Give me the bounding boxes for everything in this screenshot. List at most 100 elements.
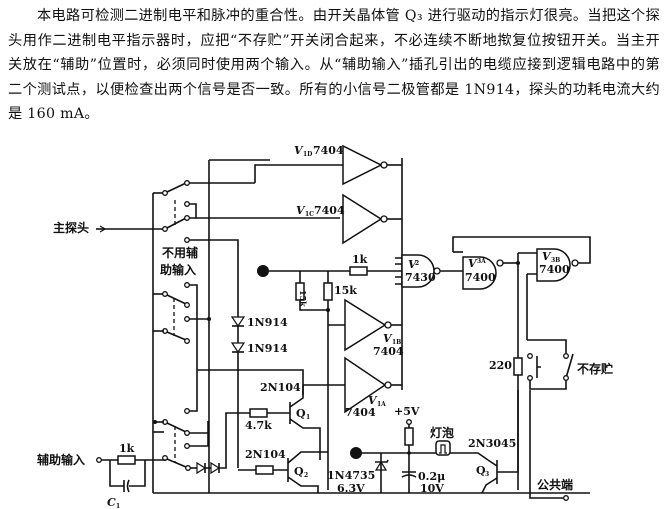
test-point-dot — [257, 265, 269, 277]
v1b-part: 7404 — [373, 345, 404, 358]
wire — [526, 273, 537, 340]
q3-part-label: 2N3045 — [468, 437, 516, 450]
wire — [529, 380, 567, 390]
junction — [407, 451, 411, 455]
lamp-filament-icon — [439, 444, 447, 454]
switch-contact — [162, 291, 168, 297]
resistor-15k-a-label: 15k — [298, 290, 308, 307]
reset-contact — [527, 375, 533, 381]
wire — [189, 284, 198, 370]
q2-sub: 2 — [304, 472, 308, 479]
v3b-name: V — [542, 250, 552, 263]
wire — [189, 433, 209, 447]
wire — [450, 452, 489, 461]
q2-name: Q — [294, 465, 304, 478]
inverter-v1d — [342, 144, 383, 186]
q3-collector — [487, 459, 498, 467]
diode-icon — [210, 461, 221, 475]
main-probe-label: 主探头 — [53, 220, 89, 235]
switch-contact — [184, 215, 190, 221]
no-store-switch[interactable] — [565, 353, 574, 379]
switch-blade — [166, 182, 187, 193]
capacitor-c1-sub: 1 — [116, 503, 120, 509]
plus-5v-label: +5V — [394, 405, 420, 418]
inverter-v1b — [344, 298, 387, 352]
reset-button[interactable] — [536, 356, 541, 378]
common-label: 公共端 — [537, 477, 573, 492]
capacitor-icon — [401, 471, 417, 478]
switch-blade — [166, 331, 187, 341]
q3-emitter — [481, 477, 498, 494]
aux-unused-label-1: 不用辅 — [162, 245, 198, 260]
switch-blade — [166, 294, 187, 305]
aux-input-jack[interactable] — [96, 457, 102, 463]
lamp-label: 灯泡 — [430, 425, 454, 440]
zener-bar — [375, 459, 389, 463]
v1b-name: V — [383, 332, 393, 345]
switch-contact — [162, 190, 168, 196]
diode-d1-label: 1N914 — [247, 316, 288, 329]
q1-emitter — [289, 418, 321, 460]
switch-contact — [184, 201, 190, 207]
q1-sub: 1 — [306, 414, 310, 421]
v1c-sub: 1C — [305, 211, 314, 218]
description-text: 本电路可检测二进制电平和脉冲的重合性。由开关晶体管 Q₃ 进行驱动的指示灯很亮。… — [8, 8, 660, 123]
no-store-contact — [563, 375, 569, 381]
wire — [109, 460, 124, 487]
q1-part-label: 2N104 — [260, 381, 301, 394]
zener-diode-icon — [374, 460, 388, 471]
nand-bubble — [571, 259, 579, 267]
q1-collector — [289, 385, 304, 408]
switch-contact — [185, 465, 191, 471]
v1c-name: V — [296, 204, 306, 217]
v1b-sub: 1B — [392, 339, 401, 346]
aux-unused-label-2: 助输入 — [160, 262, 196, 277]
inverter-bubble — [384, 381, 392, 389]
diode-icon — [196, 461, 207, 475]
junction — [326, 308, 330, 312]
resistor-1k-top — [349, 266, 368, 276]
capacitor-value-label: 0.2μ — [418, 470, 445, 483]
v1d-part: 7404 — [313, 144, 344, 157]
inverter-bubble — [380, 161, 388, 169]
wire — [299, 300, 330, 311]
v3b-part: 7400 — [539, 263, 570, 276]
v2-sub: 2 — [415, 260, 419, 267]
resistor-15k-b — [323, 282, 333, 301]
resistor-q2-base — [255, 465, 274, 475]
capacitor-voltage-label: 10V — [420, 482, 444, 495]
resistor-220-label: 220 — [489, 359, 512, 372]
v3a-sub: 3A — [477, 258, 486, 265]
switch-contact — [184, 443, 190, 449]
nand-v3b-7400 — [536, 248, 571, 282]
switch-contact — [184, 237, 190, 243]
v1d-name: V — [294, 144, 304, 157]
inverter-bubble — [380, 215, 388, 223]
v2-part: 7430 — [405, 271, 436, 284]
v1a-sub: 1A — [377, 401, 386, 408]
wire — [254, 164, 343, 183]
q3-name: Q — [476, 464, 486, 477]
switch-contact — [184, 180, 190, 186]
zener-voltage-label: 6.3V — [337, 482, 365, 495]
switch-blade — [166, 217, 187, 229]
q2-emitter — [287, 476, 319, 493]
capacitor-c1-icon — [123, 479, 130, 493]
v2-name: V — [408, 258, 418, 271]
v1d-sub: 1D — [303, 151, 312, 158]
wire — [189, 370, 198, 412]
v1a-name: V — [368, 394, 378, 407]
switch-contact — [184, 338, 190, 344]
no-store-contact — [563, 353, 569, 359]
feedback-wire — [452, 236, 591, 264]
wire — [129, 460, 146, 487]
v1c-part: 7404 — [314, 204, 345, 217]
plus-5v-terminal — [406, 419, 412, 425]
test-point-dot-lower — [350, 447, 362, 459]
nand-bubble — [496, 259, 504, 267]
switch-contact — [184, 408, 190, 414]
switch-blade — [166, 458, 187, 468]
wire — [189, 421, 209, 434]
common-terminal[interactable] — [563, 495, 569, 501]
